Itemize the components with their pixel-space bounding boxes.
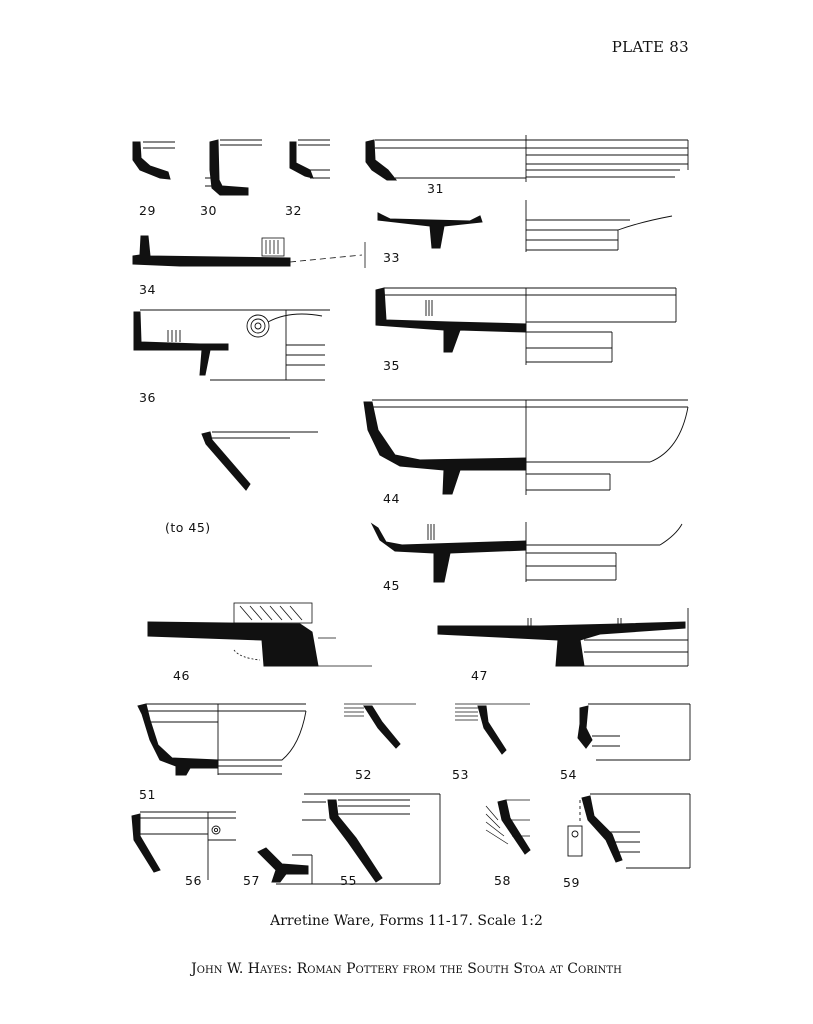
figure-number: 58: [494, 873, 511, 888]
figure-number: 51: [139, 787, 156, 802]
profile-34: [132, 235, 366, 268]
profile-58: [485, 799, 531, 855]
profile-53: [455, 703, 530, 755]
profile-36: [133, 309, 330, 381]
figure-number: 56: [185, 873, 202, 888]
profile-44: [363, 399, 689, 495]
figure-number: 46: [173, 668, 190, 683]
figure-number: 53: [452, 767, 469, 782]
figure-number: 32: [285, 203, 302, 218]
figure-number: 47: [471, 668, 488, 683]
profile-to-45: [201, 431, 318, 491]
figure-number: 59: [563, 875, 580, 890]
figure-number: 54: [560, 767, 577, 782]
figure-number: 55: [340, 873, 357, 888]
plate-caption: Arretine Ware, Forms 11-17. Scale 1:2: [270, 913, 543, 929]
profile-56: [131, 811, 236, 880]
profile-47: [437, 608, 689, 667]
profile-57: [257, 847, 313, 885]
author-title-line: John W. Hayes: Roman Pottery from the So…: [191, 961, 622, 977]
profile-45: [370, 522, 683, 583]
profile-29: [132, 141, 175, 180]
figure-number: 36: [139, 390, 156, 405]
profile-30: [205, 139, 262, 196]
figure-number: 35: [383, 358, 400, 373]
figure-number: 31: [427, 181, 444, 196]
profile-31: [365, 135, 689, 182]
figure-number: (to 45): [165, 520, 211, 535]
figure-number: 30: [200, 203, 217, 218]
profile-46: [147, 602, 372, 667]
figure-number: 57: [243, 873, 260, 888]
figure-number: 29: [139, 203, 156, 218]
profile-54: [577, 703, 691, 761]
profile-59: [567, 793, 691, 869]
figure-number: 52: [355, 767, 372, 782]
profile-32: [289, 139, 330, 179]
profile-52: [344, 703, 416, 749]
profile-33: [377, 200, 673, 252]
figure-number: 45: [383, 578, 400, 593]
plate-label: PLATE 83: [611, 38, 689, 56]
figure-number: 34: [139, 282, 156, 297]
figure-number: 44: [383, 491, 400, 506]
profile-55: [300, 793, 441, 885]
figure-number: 33: [383, 250, 400, 265]
profile-51: [137, 703, 307, 776]
profile-35: [375, 287, 677, 365]
